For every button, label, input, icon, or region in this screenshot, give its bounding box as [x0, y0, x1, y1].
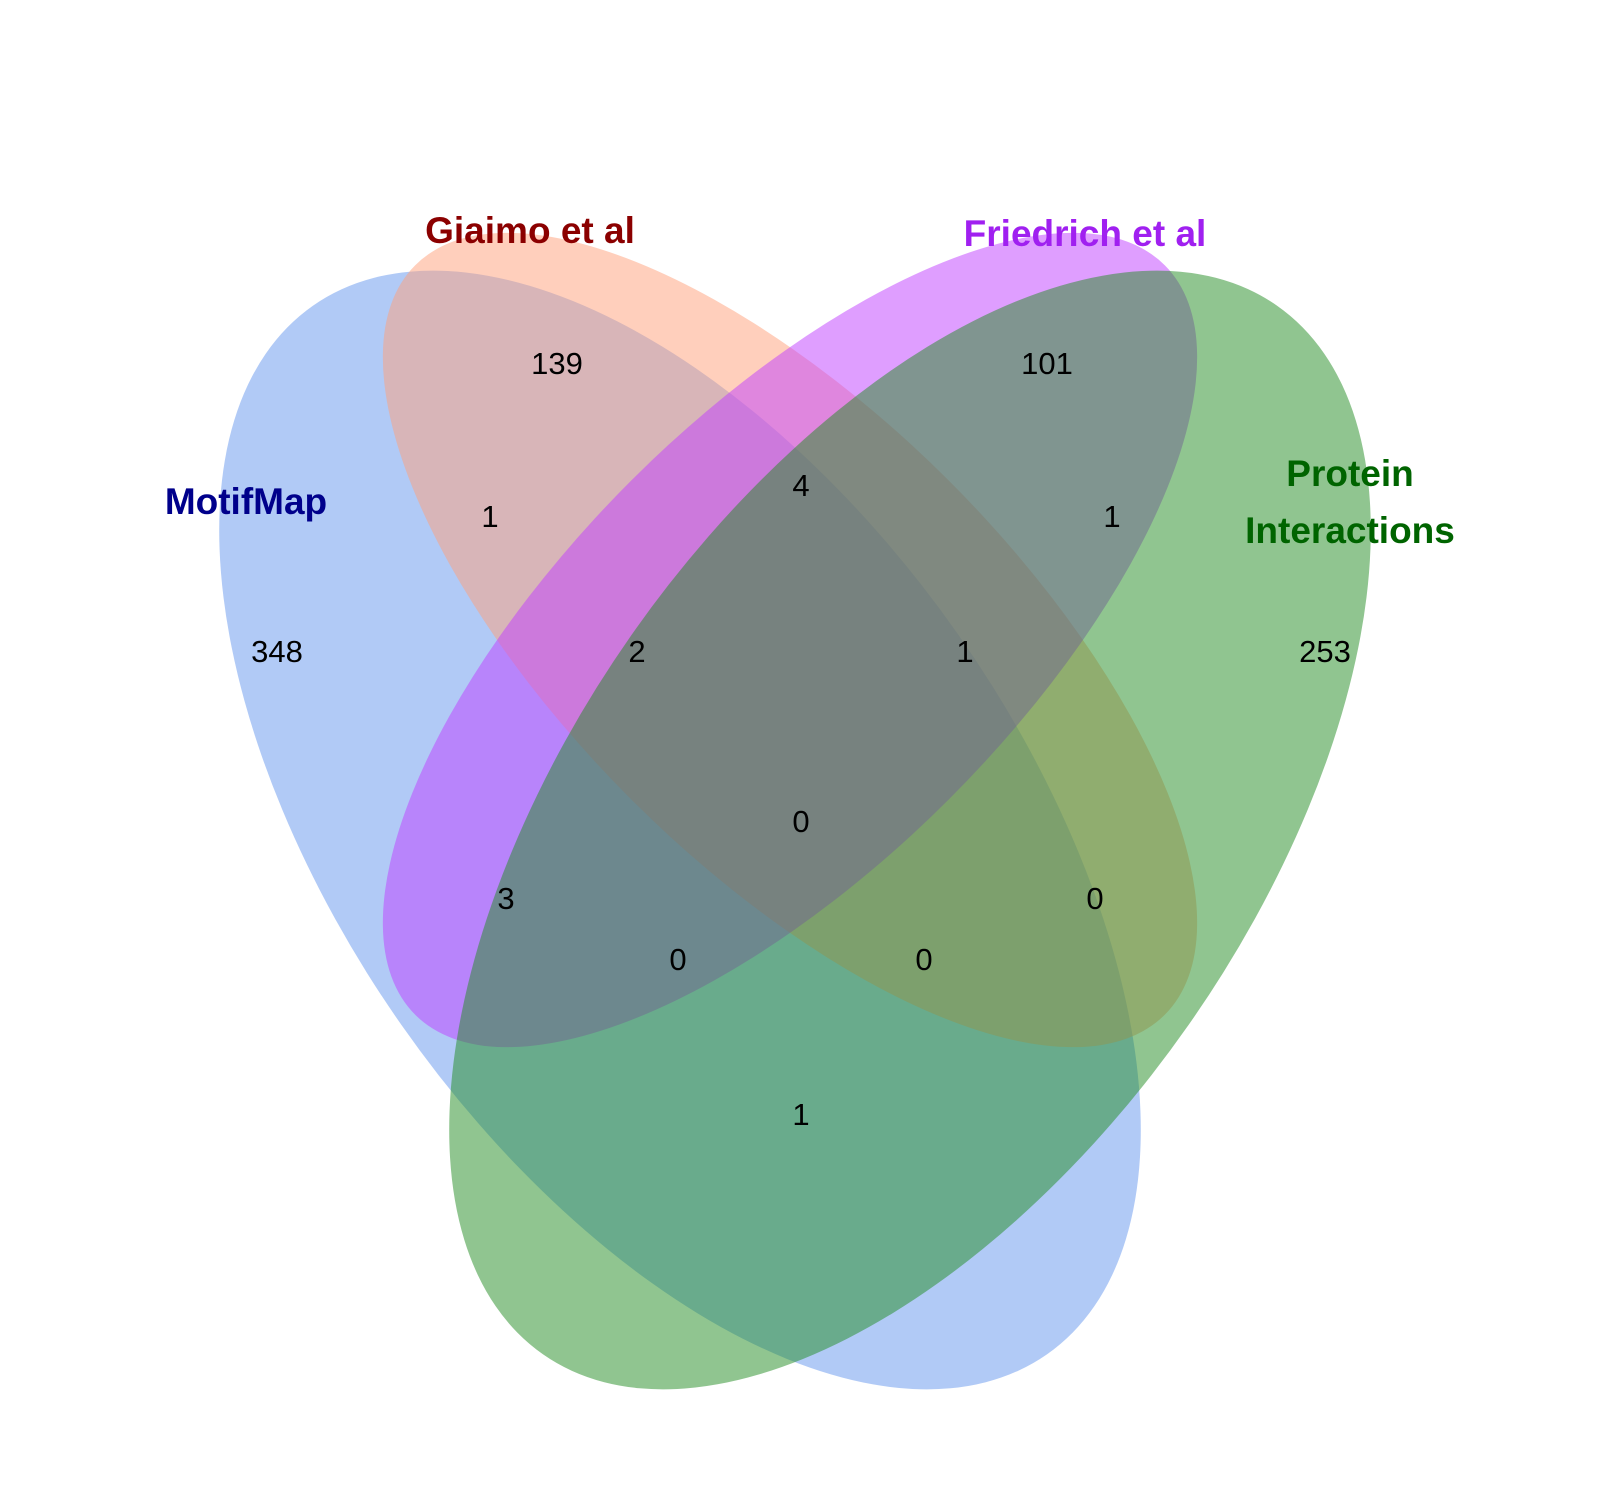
motifmap-set-label: MotifMap [165, 481, 327, 522]
region-count-giaimo-friedrich: 4 [792, 468, 809, 503]
region-count-giaimo-friedrich-protein: 1 [956, 634, 973, 669]
giaimo-set-label: Giaimo et al [425, 210, 635, 251]
region-count-giaimo-protein: 0 [1086, 881, 1103, 916]
region-count-motifmap-giaimo-protein: 0 [915, 942, 932, 977]
region-counts: 348 139 101 253 1 4 1 2 1 0 3 0 0 0 1 [251, 346, 1351, 1132]
region-count-motifmap-protein: 1 [792, 1097, 809, 1132]
region-count-friedrich-only: 101 [1021, 346, 1073, 381]
region-count-motifmap-friedrich: 3 [497, 881, 514, 916]
region-count-protein-only: 253 [1299, 634, 1351, 669]
friedrich-set-label: Friedrich et al [964, 213, 1207, 254]
region-count-friedrich-protein: 1 [1103, 499, 1120, 534]
region-count-motifmap-giaimo: 1 [481, 499, 498, 534]
region-count-motifmap-only: 348 [251, 634, 303, 669]
region-count-motifmap-friedrich-protein: 0 [669, 942, 686, 977]
set-labels: MotifMap Giaimo et al Friedrich et al Prote… [165, 210, 1455, 551]
region-count-giaimo-only: 139 [531, 346, 583, 381]
region-count-motifmap-giaimo-friedrich: 2 [628, 634, 645, 669]
region-count-all-four: 0 [792, 804, 809, 839]
set-ellipses [219, 232, 1371, 1390]
protein-ellipse [449, 270, 1371, 1390]
